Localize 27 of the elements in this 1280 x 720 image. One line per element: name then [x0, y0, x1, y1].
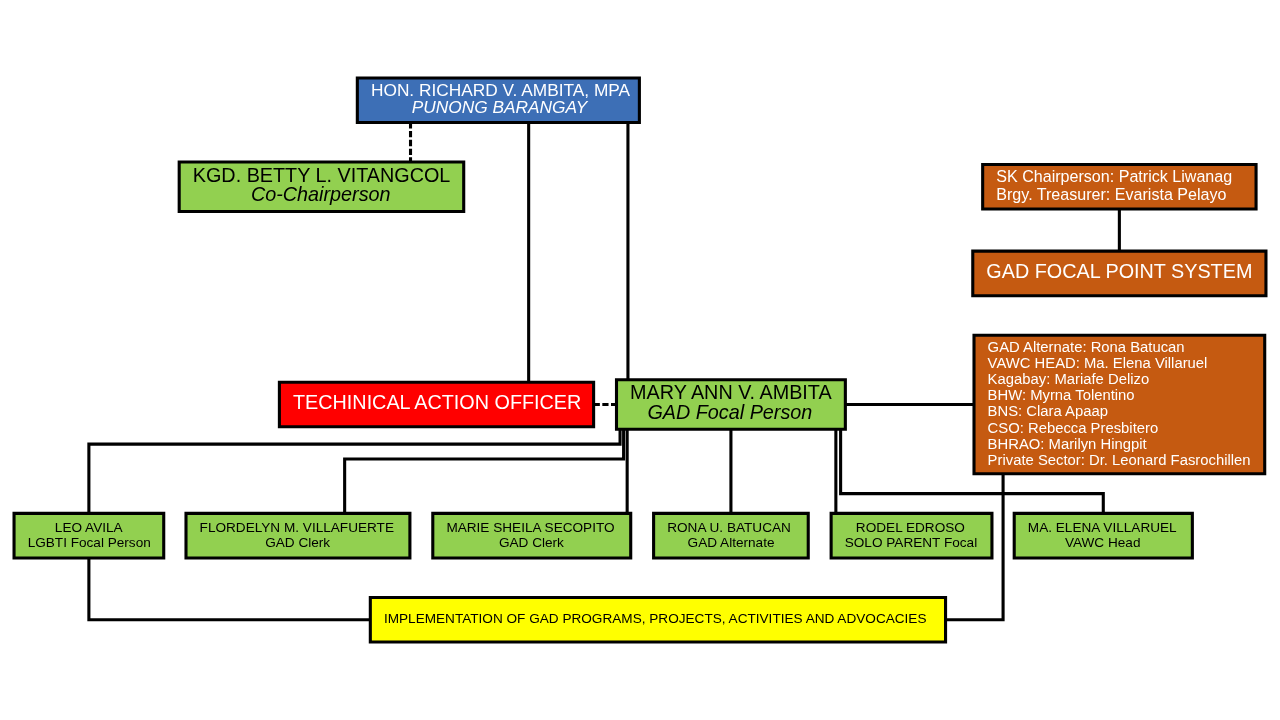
connector	[1117, 209, 1121, 251]
connector	[845, 403, 974, 407]
node-box: MARY ANN V. AMBITA GAD Focal Person	[614, 378, 847, 431]
node-box: GAD Alternate: Rona Batucan VAWC HEAD: Ma. Elena Villaruel Kagabay: Mariafe Delizo BHW: Myrna Tolentino BNS: Clara Apaap CSO: Rebecca Presbitero BHRAO: Marilyn Hingpit Private Sector: Dr. Leonard Fasrochillen	[972, 333, 1267, 476]
connector	[343, 429, 626, 514]
node-box: TECHINICAL ACTION OFFICER	[277, 380, 596, 429]
node-box: KGD. BETTY L. VITANGCOL Co-Chairperson	[177, 160, 466, 214]
connector	[87, 429, 622, 514]
node-box: HON. RICHARD V. AMBITA, MPA PUNONG BARANGAY	[355, 76, 641, 125]
connector	[527, 122, 531, 383]
connector	[834, 429, 838, 514]
node-box: FLORDELYN M. VILLAFUERTE GAD Clerk	[184, 511, 412, 560]
connector	[729, 429, 733, 514]
node-box: GAD FOCAL POINT SYSTEM	[971, 249, 1268, 298]
connector	[626, 122, 630, 380]
connector	[945, 473, 1005, 622]
node-box: LEO AVILA LGBTI Focal Person	[12, 511, 166, 560]
node-box: MARIE SHEILA SECOPITO GAD Clerk	[431, 511, 633, 560]
connector	[408, 122, 413, 162]
node-box: MA. ELENA VILLARUEL VAWC Head	[1012, 511, 1194, 560]
node-box: RODEL EDROSO SOLO PARENT Focal	[829, 511, 994, 560]
node-box: SK Chairperson: Patrick Liwanag Brgy. Treasurer: Evarista Pelayo	[981, 163, 1258, 211]
connector	[625, 429, 629, 514]
node-box: IMPLEMENTATION OF GAD PROGRAMS, PROJECTS, ACTIVITIES AND ADVOCACIES	[368, 595, 948, 644]
node-box: RONA U. BATUCAN GAD Alternate	[652, 511, 810, 560]
connector	[87, 558, 371, 622]
connector	[593, 403, 617, 407]
